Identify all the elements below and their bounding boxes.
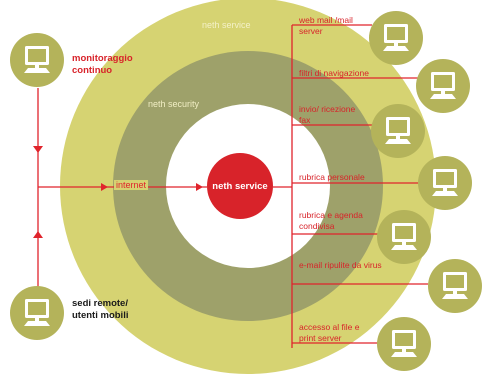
service-label-personal-contacts: rubrica personale: [299, 172, 365, 182]
service-label-shared-agenda: rubrica e agenda condivisa: [299, 210, 363, 231]
computer-monitor-icon: [430, 72, 456, 99]
computer-monitor-icon: [24, 46, 50, 73]
computer-monitor-icon: [24, 299, 50, 326]
remote-sites-label: sedi remote/ utenti mobili: [72, 298, 129, 321]
monitoring-label: monitoraggio continuo: [72, 53, 133, 76]
core-label: neth service: [212, 181, 268, 192]
left-node-remote-sites: [10, 286, 64, 340]
service-label-file-print-server: accesso al file e print server: [299, 322, 360, 343]
core-circle: [207, 153, 273, 219]
computer-monitor-icon: [391, 223, 417, 250]
connector-lines: [37, 24, 428, 348]
left-node-monitoring: [10, 33, 64, 87]
computer-monitor-icon: [385, 117, 411, 144]
computer-icons: [10, 11, 482, 371]
computer-monitor-icon: [383, 24, 409, 51]
service-node-antivirus-mail: [428, 259, 482, 313]
service-node-fax: [371, 104, 425, 158]
service-label-fax: invio/ ricezione fax: [299, 104, 356, 125]
arrow-right-icon: [196, 183, 203, 191]
service-node-shared-agenda: [377, 210, 431, 264]
service-node-web-filter: [416, 59, 470, 113]
service-label-webmail: web mail /mail server: [299, 15, 353, 36]
arrow-up-icon: [33, 231, 43, 238]
internet-label: internet: [114, 180, 149, 190]
computer-monitor-icon: [391, 330, 417, 357]
arrow-down-icon: [33, 146, 43, 153]
middle-ring-label: neth security: [148, 99, 200, 109]
service-label-web-filter: filtri di navigazione: [299, 68, 369, 78]
service-node-file-print-server: [377, 317, 431, 371]
service-node-personal-contacts: [418, 156, 472, 210]
outer-ring-label: neth service: [202, 20, 251, 30]
service-label-antivirus-mail: e-mail ripulite da virus: [299, 260, 382, 270]
service-node-webmail: [369, 11, 423, 65]
computer-monitor-icon: [442, 272, 468, 299]
computer-monitor-icon: [432, 169, 458, 196]
arrowheads: [33, 146, 203, 238]
arrow-right-icon: [101, 183, 108, 191]
